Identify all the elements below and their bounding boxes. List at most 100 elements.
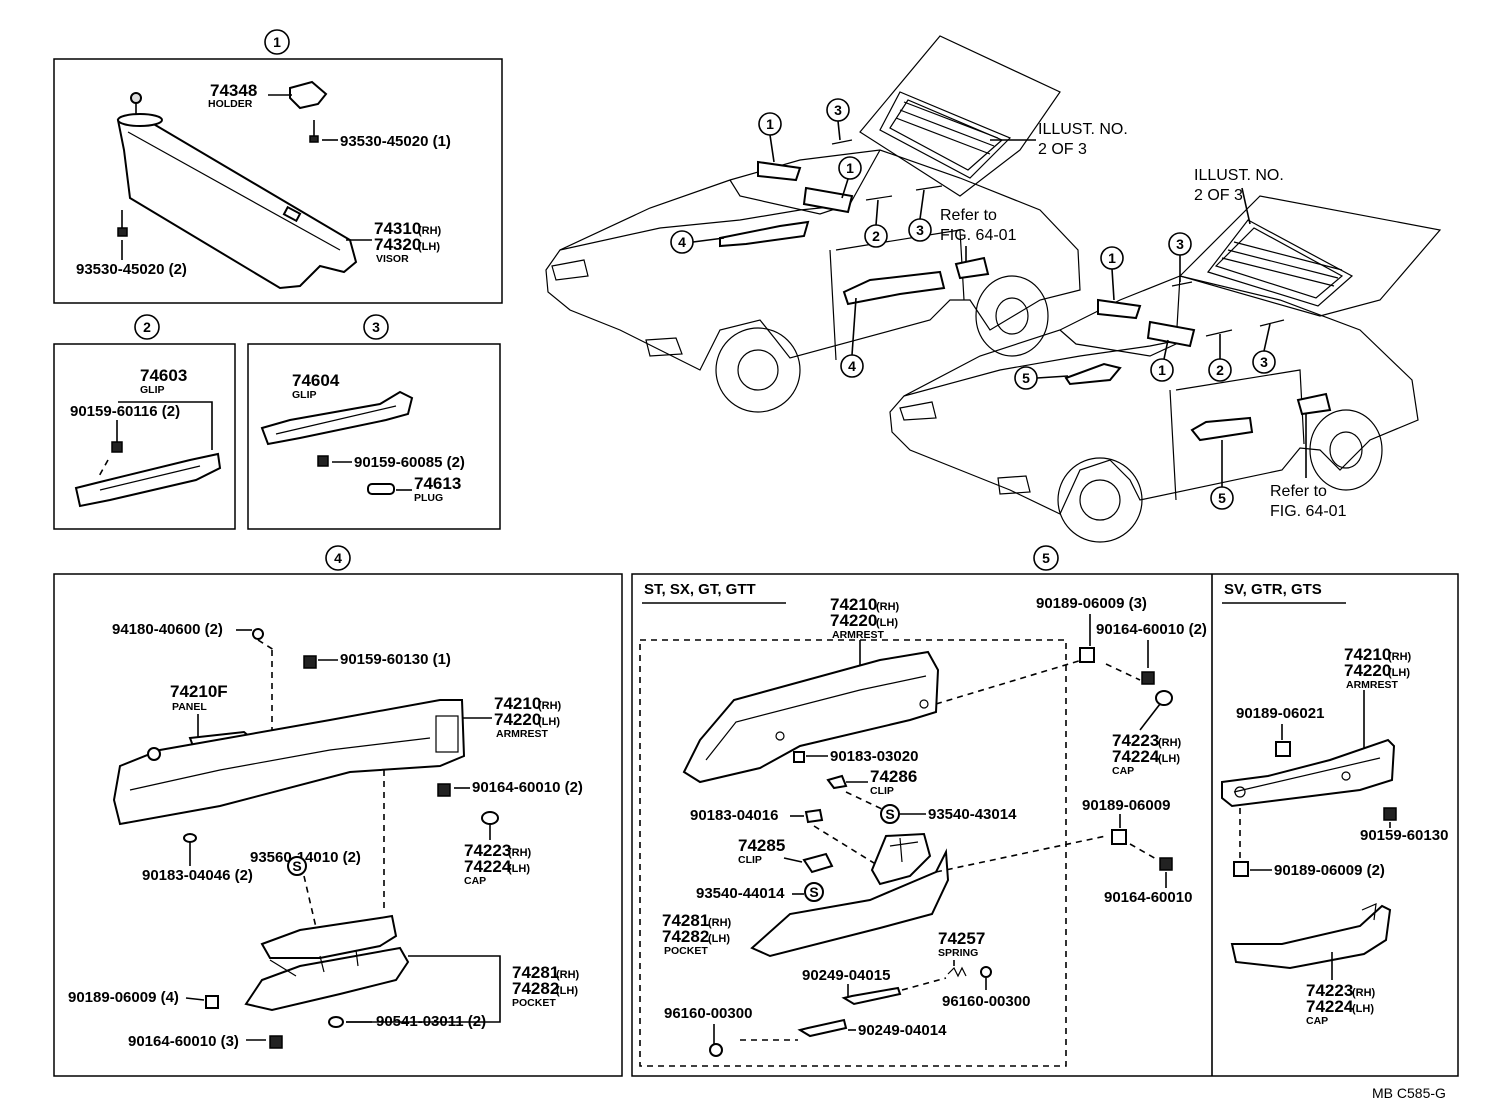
s-mark: S xyxy=(809,884,818,900)
screw-b-label: 90164-60010 xyxy=(1104,889,1192,906)
screw-icon xyxy=(1141,671,1155,685)
pocket-part xyxy=(244,946,410,1012)
screw-a-label: 93530-45020 (1) xyxy=(340,133,451,150)
section-4: 4 94180-40600 (2) 90159-60130 (1) 74210F… xyxy=(53,545,623,1077)
pocket-rh-suffix: (RH) xyxy=(708,917,732,929)
screw-icon xyxy=(117,227,128,237)
b-armrest-part xyxy=(1221,738,1396,808)
cap-lh-number: 74224 xyxy=(464,857,512,876)
grip-b-screw-label: 90159-60085 (2) xyxy=(354,454,465,471)
section-1: 1 74348 HOLDER 93530-45020 (1) 74310 (RH… xyxy=(53,29,503,304)
s-mark: S xyxy=(885,806,894,822)
cap-lh-suffix: (LH) xyxy=(1158,753,1180,765)
callout-3: 3 xyxy=(1260,354,1268,370)
pocket-rh-number: 74281 xyxy=(662,911,709,930)
car-illustration-b: 1 3 1 5 2 3 5 ILLUST. NO. 2 OF 3 Refer t… xyxy=(889,167,1442,543)
clip-b-part xyxy=(802,852,834,874)
nut-icon xyxy=(1111,829,1127,845)
section-5-marker xyxy=(1033,545,1059,571)
callout-3: 3 xyxy=(916,222,924,238)
screw-b-label: 90164-60010 (2) xyxy=(472,779,583,796)
callout-5: 5 xyxy=(1218,490,1226,506)
clip-name: CLIP xyxy=(870,785,894,797)
armrest-part xyxy=(112,699,466,826)
pocket-part xyxy=(750,848,950,958)
pocket-name: POCKET xyxy=(664,945,708,957)
pocket-rh-number: 74281 xyxy=(512,963,559,982)
nut-b-label: 90189-06009 xyxy=(1082,797,1170,814)
screw-icon xyxy=(1159,857,1173,871)
holder-part xyxy=(289,80,328,110)
section-2-number: 2 xyxy=(143,319,151,335)
illust-b-line1: ILLUST. NO. xyxy=(1194,167,1284,184)
section-2: 2 74603 GLIP 90159-60116 (2) xyxy=(53,314,236,530)
plug-name: PLUG xyxy=(414,492,443,504)
screw-icon xyxy=(1383,807,1397,821)
screw-a-label: 90164-60010 (2) xyxy=(1096,621,1207,638)
callout-5: 5 xyxy=(1022,370,1030,386)
variant-b-label: SV, GTR, GTS xyxy=(1224,581,1322,598)
pocket-rh-suffix: (RH) xyxy=(556,969,580,981)
nut-icon xyxy=(1079,647,1095,663)
visor-rh-suffix: (RH) xyxy=(418,225,442,237)
b-cap-name: CAP xyxy=(1306,1015,1328,1027)
section-1-frame xyxy=(53,58,503,304)
car-illustration-a: 1 3 1 4 2 3 4 ILLUST. NO. 2 OF 3 Refer t… xyxy=(545,35,1128,413)
refer-b-line2: FIG. 64-01 xyxy=(1270,503,1347,520)
pocket-lh-number: 74282 xyxy=(512,979,559,998)
pin-icon xyxy=(841,986,902,1006)
visor-rh-number: 74310 xyxy=(374,219,421,238)
panel-number: 74210F xyxy=(170,682,228,701)
section-3-frame xyxy=(247,343,501,530)
grip-b-name: GLIP xyxy=(292,389,317,401)
variant-a-label: ST, SX, GT, GTT xyxy=(644,581,756,598)
b-armrest-lh-number: 74220 xyxy=(1344,661,1391,680)
armrest-rh-number: 74210 xyxy=(494,694,541,713)
washer-icon xyxy=(980,966,992,978)
cap-name: CAP xyxy=(464,875,486,887)
pocket-lh-number: 74282 xyxy=(662,927,709,946)
nut-icon xyxy=(205,995,219,1009)
b-armrest-rh-number: 74210 xyxy=(1344,645,1391,664)
section-3-number: 3 xyxy=(372,319,380,335)
section-2-marker xyxy=(134,314,160,340)
refer-a-line2: FIG. 64-01 xyxy=(940,227,1017,244)
cap-rh-number: 74223 xyxy=(464,841,511,860)
plug-icon xyxy=(183,833,197,843)
clip-part xyxy=(826,774,848,790)
armrest-lh-suffix: (LH) xyxy=(538,716,560,728)
plug-label: 90183-04046 (2) xyxy=(142,867,253,884)
spring-name: SPRING xyxy=(938,947,978,959)
section-3: 3 74604 GLIP 90159-60085 (2) 74613 PLUG xyxy=(247,314,501,530)
cap-icon xyxy=(481,811,499,825)
section-5-number: 5 xyxy=(1042,550,1050,566)
b-armrest-name: ARMREST xyxy=(1346,679,1399,691)
screw-b-label: 93530-45020 (2) xyxy=(76,261,187,278)
illust-a-line2: 2 OF 3 xyxy=(1038,141,1087,158)
callout-3: 3 xyxy=(1176,236,1184,252)
visor-name: VISOR xyxy=(376,253,409,265)
callout-1: 1 xyxy=(846,160,854,176)
pin-a-label: 90249-04015 xyxy=(802,967,890,984)
callout-1: 1 xyxy=(1158,362,1166,378)
b-cap-lh-number: 74224 xyxy=(1306,997,1354,1016)
armrest-lh-number: 74220 xyxy=(830,611,877,630)
s-clip-b-label: 93540-44014 xyxy=(696,885,785,902)
clip-b-name: CLIP xyxy=(738,854,762,866)
holder-name: HOLDER xyxy=(208,98,253,110)
b-cap-rh-number: 74223 xyxy=(1306,981,1353,1000)
grip-a-screw-label: 90159-60116 (2) xyxy=(70,403,180,420)
b-nut-label: 90189-06021 xyxy=(1236,705,1324,722)
grip-a-number: 74603 xyxy=(140,366,187,385)
cap-rh-suffix: (RH) xyxy=(1158,737,1182,749)
armrest-rh-suffix: (RH) xyxy=(876,601,900,613)
armrest-lh-number: 74220 xyxy=(494,710,541,729)
visor-lh-suffix: (LH) xyxy=(418,241,440,253)
grip-a-name: GLIP xyxy=(140,384,165,396)
callout-2: 2 xyxy=(1216,362,1224,378)
grip-b-part xyxy=(260,390,414,446)
visor-lh-number: 74320 xyxy=(374,235,421,254)
screw-d-label: 90164-60010 (3) xyxy=(128,1033,239,1050)
callout-4: 4 xyxy=(848,358,856,374)
